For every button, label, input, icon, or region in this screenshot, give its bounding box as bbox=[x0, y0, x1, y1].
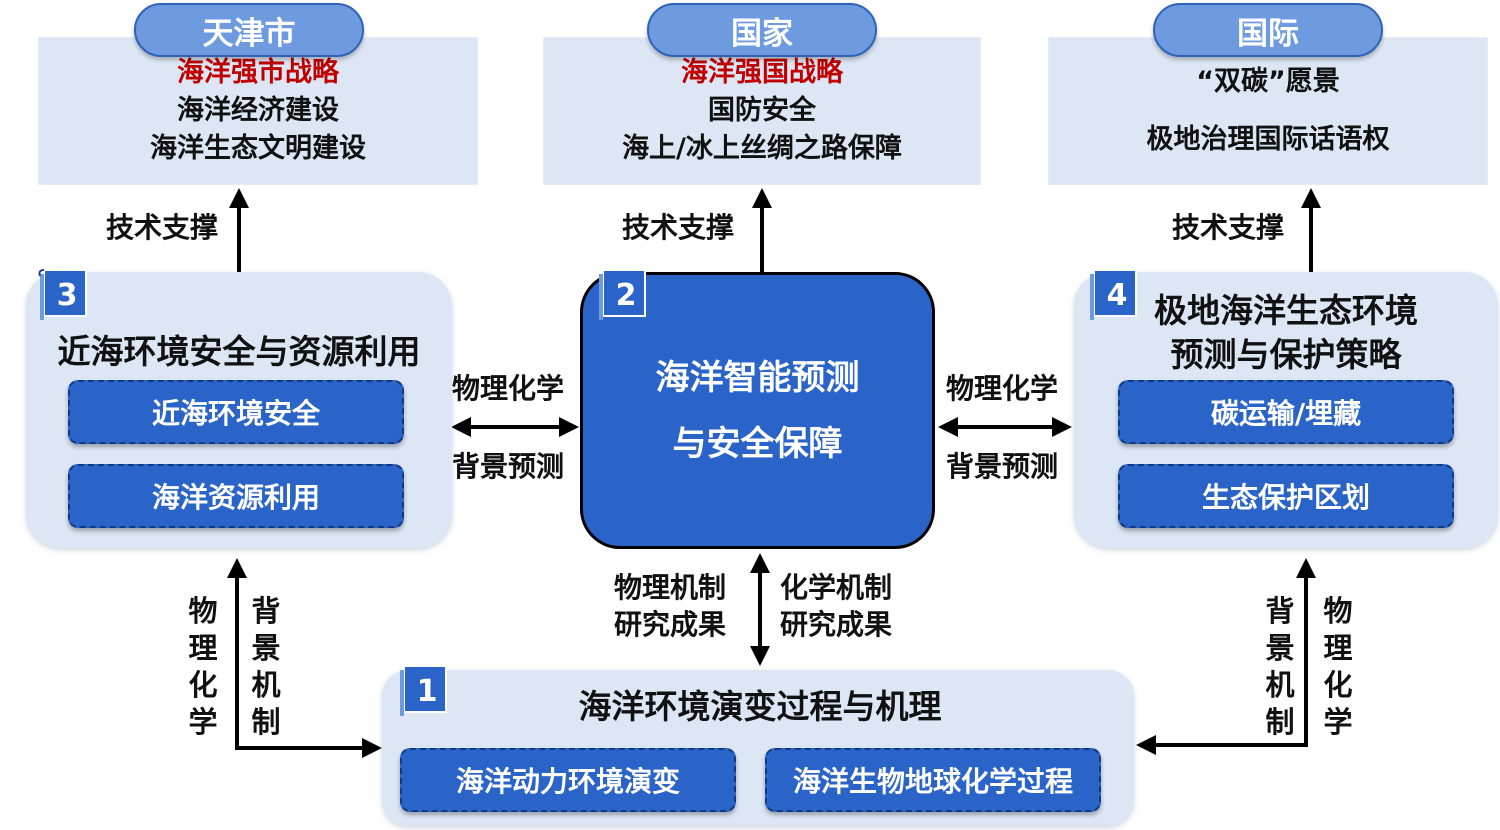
link-research-results-left: 研究成果 bbox=[614, 608, 727, 641]
module-4-number: 4 bbox=[1106, 278, 1128, 313]
module-1-title: 海洋环境演变过程与机理 bbox=[578, 687, 942, 726]
module-3-title: 近海环境安全与资源利用 bbox=[57, 332, 421, 371]
module-3-number: 3 bbox=[56, 278, 78, 313]
module-4-title-line2: 预测与保护策略 bbox=[1170, 335, 1402, 374]
scroll-badge-icon bbox=[38, 269, 87, 320]
tianjin-goal-1: 海洋强市战略 bbox=[177, 57, 339, 88]
link-background-left: 背景预测 bbox=[452, 450, 565, 483]
module-4-item-2: 生态保护区划 bbox=[1118, 464, 1454, 528]
module-4-item-1: 碳运输/埋藏 bbox=[1118, 380, 1454, 444]
tianjin-goal-2: 海洋经济建设 bbox=[177, 95, 339, 126]
tianjin-pill: 天津市 bbox=[134, 3, 364, 57]
national-goal-1: 海洋强国战略 bbox=[681, 57, 843, 88]
module-2-box: 海洋智能预测 与安全保障 bbox=[580, 272, 935, 549]
module-1-item-2: 海洋生物地球化学过程 bbox=[765, 748, 1101, 812]
link-chemical-mechanism: 化学机制 bbox=[780, 571, 893, 604]
vertical-physchem-left: 物 理 化 学 bbox=[188, 594, 218, 739]
scroll-badge-icon bbox=[599, 269, 646, 320]
l-arrow-left bbox=[227, 558, 382, 758]
support-label-left: 技术支撑 bbox=[106, 211, 219, 244]
vertical-physchem-right: 物 理 化 学 bbox=[1323, 594, 1353, 739]
scroll-badge-icon bbox=[400, 665, 447, 716]
module-1-item-1: 海洋动力环境演变 bbox=[400, 748, 736, 812]
module-2-title-line1: 海洋智能预测 bbox=[655, 357, 860, 398]
tianjin-goal-3: 海洋生态文明建设 bbox=[150, 133, 366, 164]
link-physchem-right: 物理化学 bbox=[946, 372, 1059, 405]
tianjin-goals-box: 海洋强市战略 海洋经济建设 海洋生态文明建设 bbox=[38, 37, 478, 185]
module-3-item-2: 海洋资源利用 bbox=[68, 464, 404, 528]
national-goal-2: 国防安全 bbox=[708, 95, 816, 126]
link-research-results-right: 研究成果 bbox=[780, 608, 893, 641]
module-1-number: 1 bbox=[416, 674, 438, 709]
support-label-right: 技术支撑 bbox=[1172, 211, 1285, 244]
scroll-badge-icon bbox=[1090, 269, 1137, 320]
module-4-title-line1: 极地海洋生态环境 bbox=[1154, 291, 1418, 330]
link-background-right: 背景预测 bbox=[946, 450, 1059, 483]
link-physchem-left: 物理化学 bbox=[452, 372, 565, 405]
vertical-background-right: 背 景 机 制 bbox=[1265, 594, 1295, 739]
vertical-background-left: 背 景 机 制 bbox=[251, 594, 281, 739]
national-goals-box: 海洋强国战略 国防安全 海上/冰上丝绸之路保障 bbox=[543, 37, 981, 185]
international-goals-box: “双碳”愿景 极地治理国际话语权 bbox=[1048, 37, 1488, 185]
international-goal-1: “双碳”愿景 bbox=[1196, 66, 1340, 97]
national-pill: 国家 bbox=[647, 3, 877, 57]
l-arrow-right bbox=[1136, 558, 1316, 755]
module-3-item-1: 近海环境安全 bbox=[68, 380, 404, 444]
international-goal-2: 极地治理国际话语权 bbox=[1146, 124, 1390, 155]
national-goal-3: 海上/冰上丝绸之路保障 bbox=[622, 133, 902, 164]
link-physical-mechanism: 物理机制 bbox=[614, 571, 727, 604]
module-2-title-line2: 与安全保障 bbox=[672, 423, 843, 464]
support-label-center: 技术支撑 bbox=[622, 211, 735, 244]
international-pill: 国际 bbox=[1153, 3, 1383, 57]
module-2-number: 2 bbox=[615, 278, 637, 313]
